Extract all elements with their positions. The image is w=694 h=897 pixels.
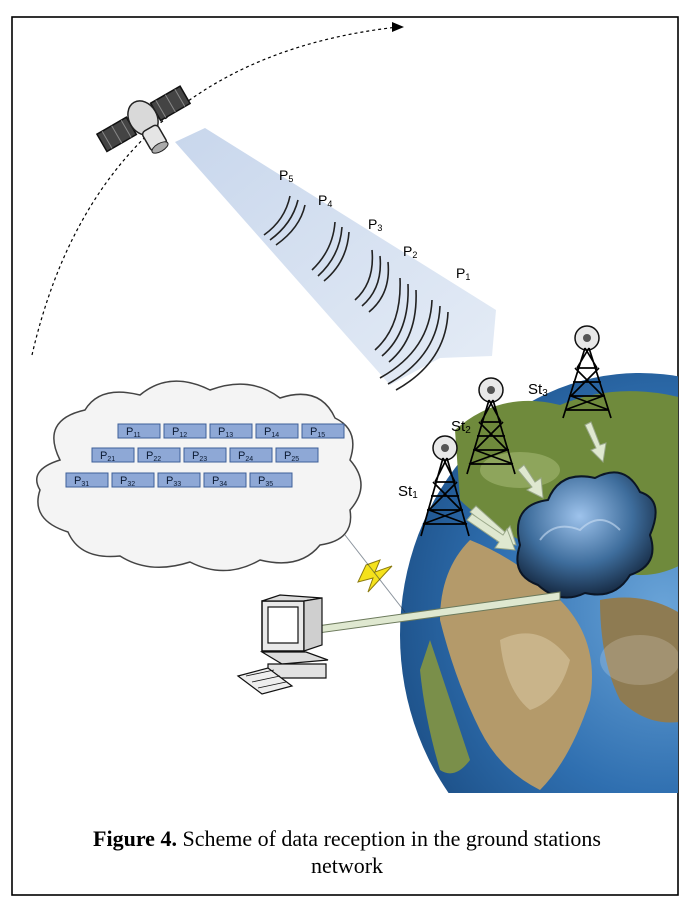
figure-caption-label: Figure 4.: [93, 826, 177, 851]
figure-caption-text: Scheme of data reception in the ground s…: [177, 826, 601, 851]
figure-caption: Figure 4. Scheme of data reception in th…: [0, 826, 694, 852]
figure-caption-line2: network: [0, 853, 694, 879]
